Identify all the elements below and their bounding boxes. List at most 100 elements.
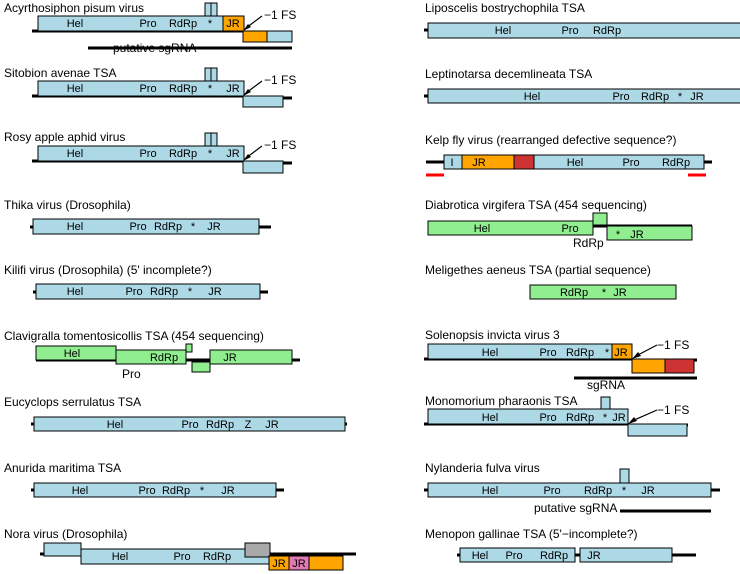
gray-box <box>244 542 271 558</box>
protrusion-box <box>210 67 218 82</box>
domain-label: JR <box>292 558 306 570</box>
orf1-box <box>37 80 245 97</box>
stop-codon-label: * <box>605 347 610 359</box>
domain-label: Hel <box>67 83 84 95</box>
stop-codon-label: * <box>208 18 213 30</box>
genome-rosy-apple-aphid-virus: Rosy apple aphid virus Hel Pro RdRp * JR… <box>4 130 296 174</box>
domain-label: JR <box>614 347 628 359</box>
genome-title: Thika virus (Drosophila) <box>4 198 131 212</box>
orf2-box <box>242 30 268 43</box>
domain-label: Hel <box>524 91 541 103</box>
orf2-box <box>242 160 284 174</box>
orf-box <box>32 218 260 235</box>
jr-domain-box <box>222 15 245 32</box>
domain-label: Pro <box>505 550 522 562</box>
domain-label: Hel <box>67 148 84 160</box>
sgrna-label: sgRNA <box>587 378 625 392</box>
protrusion-box <box>210 2 218 17</box>
stop-codon-label: * <box>188 286 193 298</box>
sgrna-label: putative sgRNA <box>534 501 617 515</box>
jr-domain-box <box>308 555 344 571</box>
frameshift-label: −1 FS <box>657 403 689 417</box>
genome-title: Leptinotarsa decemlineata TSA <box>425 67 592 81</box>
protrusion-box <box>204 67 212 82</box>
domain-label: RdRp <box>206 419 234 431</box>
domain-label: Hel <box>67 18 84 30</box>
domain-label: Pro <box>129 221 146 233</box>
orf-box <box>209 349 293 365</box>
genome-title: Kilifi virus (Drosophila) (5' incomplete… <box>4 263 212 277</box>
domain-label: RdRp <box>593 25 621 37</box>
stop-codon-label: * <box>603 412 608 424</box>
domain-label: Pro <box>139 18 156 30</box>
genome-title: Rosy apple aphid virus <box>4 130 125 144</box>
genome-thika-virus: Thika virus (Drosophila) Hel Pro RdRp * … <box>4 198 271 235</box>
genome-liposcelis-bostrychophila-tsa: Liposcelis bostrychophila TSA Hel Pro Rd… <box>424 1 740 39</box>
domain-label: JR <box>226 83 240 95</box>
domain-label: Pro <box>122 367 141 381</box>
orf-box <box>427 88 740 104</box>
genome-title: Clavigralla tomentosicollis TSA (454 seq… <box>4 329 264 343</box>
orf2-box <box>579 547 673 563</box>
domain-label: Hel <box>482 485 499 497</box>
orf1-box <box>427 408 629 425</box>
genome-kilifi-virus: Kilifi virus (Drosophila) (5' incomplete… <box>4 263 268 300</box>
domain-label: Pro <box>181 419 198 431</box>
domain-label: JR <box>221 485 235 497</box>
orf1-box <box>459 547 576 563</box>
domain-label: RdRp <box>584 485 612 497</box>
genome-meligethes-aeneus-tsa: Meligethes aeneus TSA (partial sequence)… <box>425 263 677 300</box>
domain-label: Pro <box>561 25 578 37</box>
stop-codon-label: * <box>191 221 196 233</box>
protrusion-box <box>204 2 212 17</box>
jr-domain-box <box>461 154 515 170</box>
stop-codon-label: * <box>208 148 213 160</box>
domain-label: JR <box>226 18 240 30</box>
stop-codon-label: * <box>208 83 213 95</box>
stop-codon-label: * <box>200 485 205 497</box>
domain-label: RdRp <box>169 83 197 95</box>
genome-title: Eucyclops serrulatus TSA <box>4 395 141 409</box>
genome-title: Diabrotica virgifera TSA (454 sequencing… <box>425 198 647 212</box>
domain-label: Pro <box>139 148 156 160</box>
genome-title: Nylanderia fulva virus <box>425 461 540 475</box>
domain-label: Pro <box>139 83 156 95</box>
domain-label: JR <box>690 91 704 103</box>
orf2-box <box>266 30 293 43</box>
domain-label: Pro <box>539 347 556 359</box>
orf-box <box>115 349 187 365</box>
domain-label: JR <box>265 419 279 431</box>
frameshift-label: −1 FS <box>657 338 689 352</box>
sgrna-label: putative sgRNA <box>113 41 196 55</box>
domain-label: RdRp <box>566 347 594 359</box>
genome-title: Monomorium pharaonis TSA <box>425 394 578 408</box>
domain-label: I <box>450 157 453 169</box>
stop-codon-label: * <box>602 287 607 299</box>
domain-label: RdRp <box>154 221 182 233</box>
frameshift-label: −1 FS <box>264 8 296 22</box>
domain-label: Hel <box>112 551 129 563</box>
orf2-box <box>242 95 284 108</box>
frameshift-arrow-head <box>243 154 251 161</box>
domain-label: Pro <box>138 485 155 497</box>
domain-label: JR <box>207 221 221 233</box>
genome-title: Kelp fly virus (rearranged defective seq… <box>425 133 676 147</box>
genome-nylanderia-fulva-virus: Nylanderia fulva virus Hel Pro RdRp * JR… <box>424 461 720 515</box>
domain-label: JR <box>472 157 486 169</box>
genome-title: Nora virus (Drosophila) <box>4 527 127 541</box>
genome-kelp-fly-virus: Kelp fly virus (rearranged defective seq… <box>425 133 712 177</box>
genome-acyrthosiphon-pisum-virus: Acyrthosiphon pisum virus Hel Pro RdRp *… <box>4 1 296 55</box>
domain-label: RdRp <box>540 550 568 562</box>
domain-label: Pro <box>539 412 556 424</box>
domain-label: JR <box>272 558 286 570</box>
genome-monomorium-pharaonis-tsa: Monomorium pharaonis TSA Hel Pro RdRp * … <box>424 394 689 437</box>
domain-label: RdRp <box>573 236 604 250</box>
domain-label: RdRp <box>560 287 588 299</box>
genome-anurida-maritima-tsa: Anurida maritima TSA Hel Pro RdRp * JR <box>4 461 284 498</box>
orf-box <box>191 361 211 373</box>
domain-label: Pro <box>543 485 560 497</box>
stop-codon-label: * <box>616 229 621 241</box>
domain-label: Hel <box>482 347 499 359</box>
frameshift-label: −1 FS <box>264 73 296 87</box>
